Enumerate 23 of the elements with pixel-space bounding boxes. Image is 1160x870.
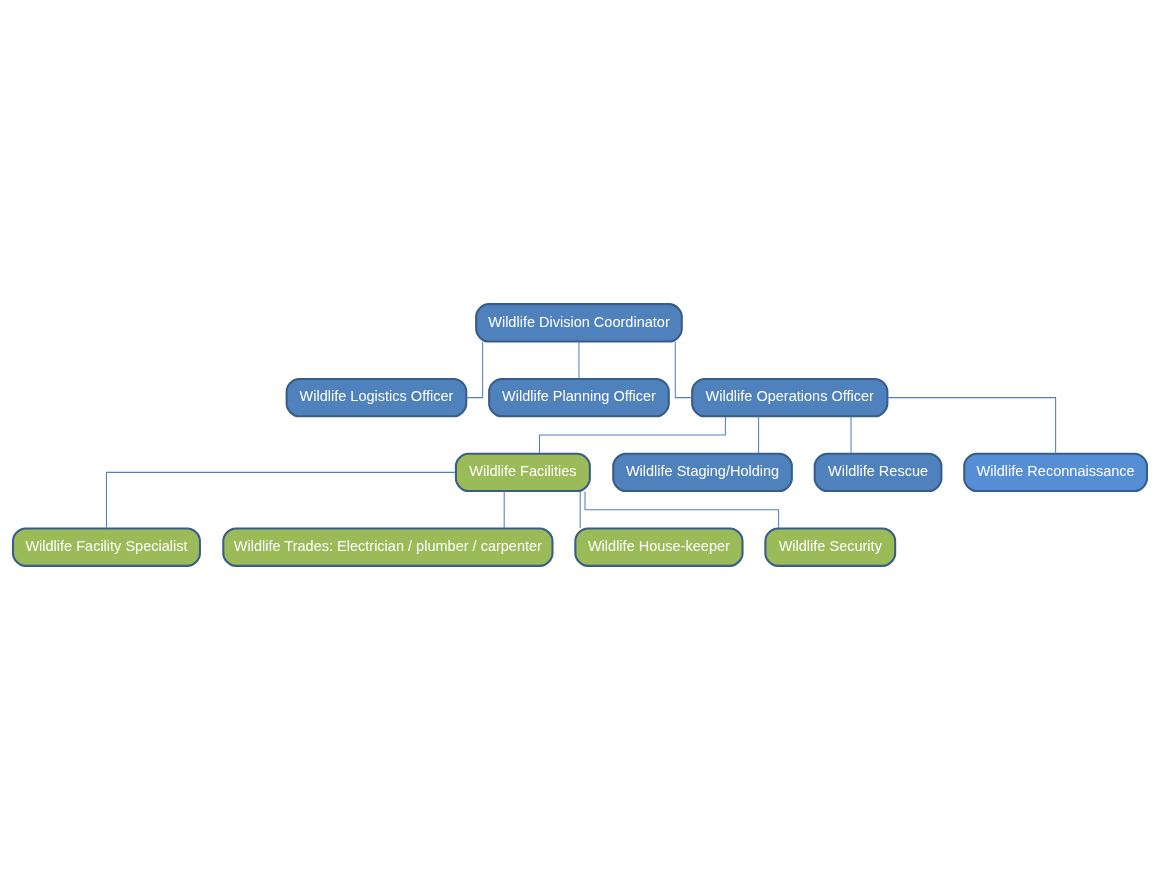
connector bbox=[503, 490, 505, 529]
node-box: Wildlife Staging/Holding bbox=[612, 452, 793, 493]
connector bbox=[584, 491, 780, 529]
connector bbox=[539, 416, 726, 454]
connector bbox=[466, 341, 484, 399]
node-box: Wildlife Division Coordinator bbox=[475, 303, 683, 343]
connector bbox=[579, 490, 581, 529]
node-box: Wildlife Trades: Electrician / plumber / carpenter bbox=[222, 527, 554, 567]
node-box: Wildlife Rescue bbox=[813, 452, 943, 493]
node-box: Wildlife Planning Officer bbox=[488, 377, 670, 418]
node-box: Wildlife Operations Officer bbox=[691, 377, 889, 418]
connector bbox=[887, 397, 1057, 455]
node-box: Wildlife Security bbox=[764, 527, 897, 567]
connector bbox=[578, 341, 580, 379]
connector bbox=[850, 415, 852, 454]
node-box: Wildlife House-keeper bbox=[574, 527, 744, 567]
node-box: Wildlife Facilities bbox=[454, 452, 591, 493]
connector bbox=[105, 471, 457, 529]
connector bbox=[758, 415, 760, 454]
node-box: Wildlife Reconnaissance bbox=[963, 452, 1149, 493]
node-box: Wildlife Facility Specialist bbox=[11, 527, 201, 567]
node-box: Wildlife Logistics Officer bbox=[285, 377, 468, 418]
connector bbox=[674, 341, 693, 399]
